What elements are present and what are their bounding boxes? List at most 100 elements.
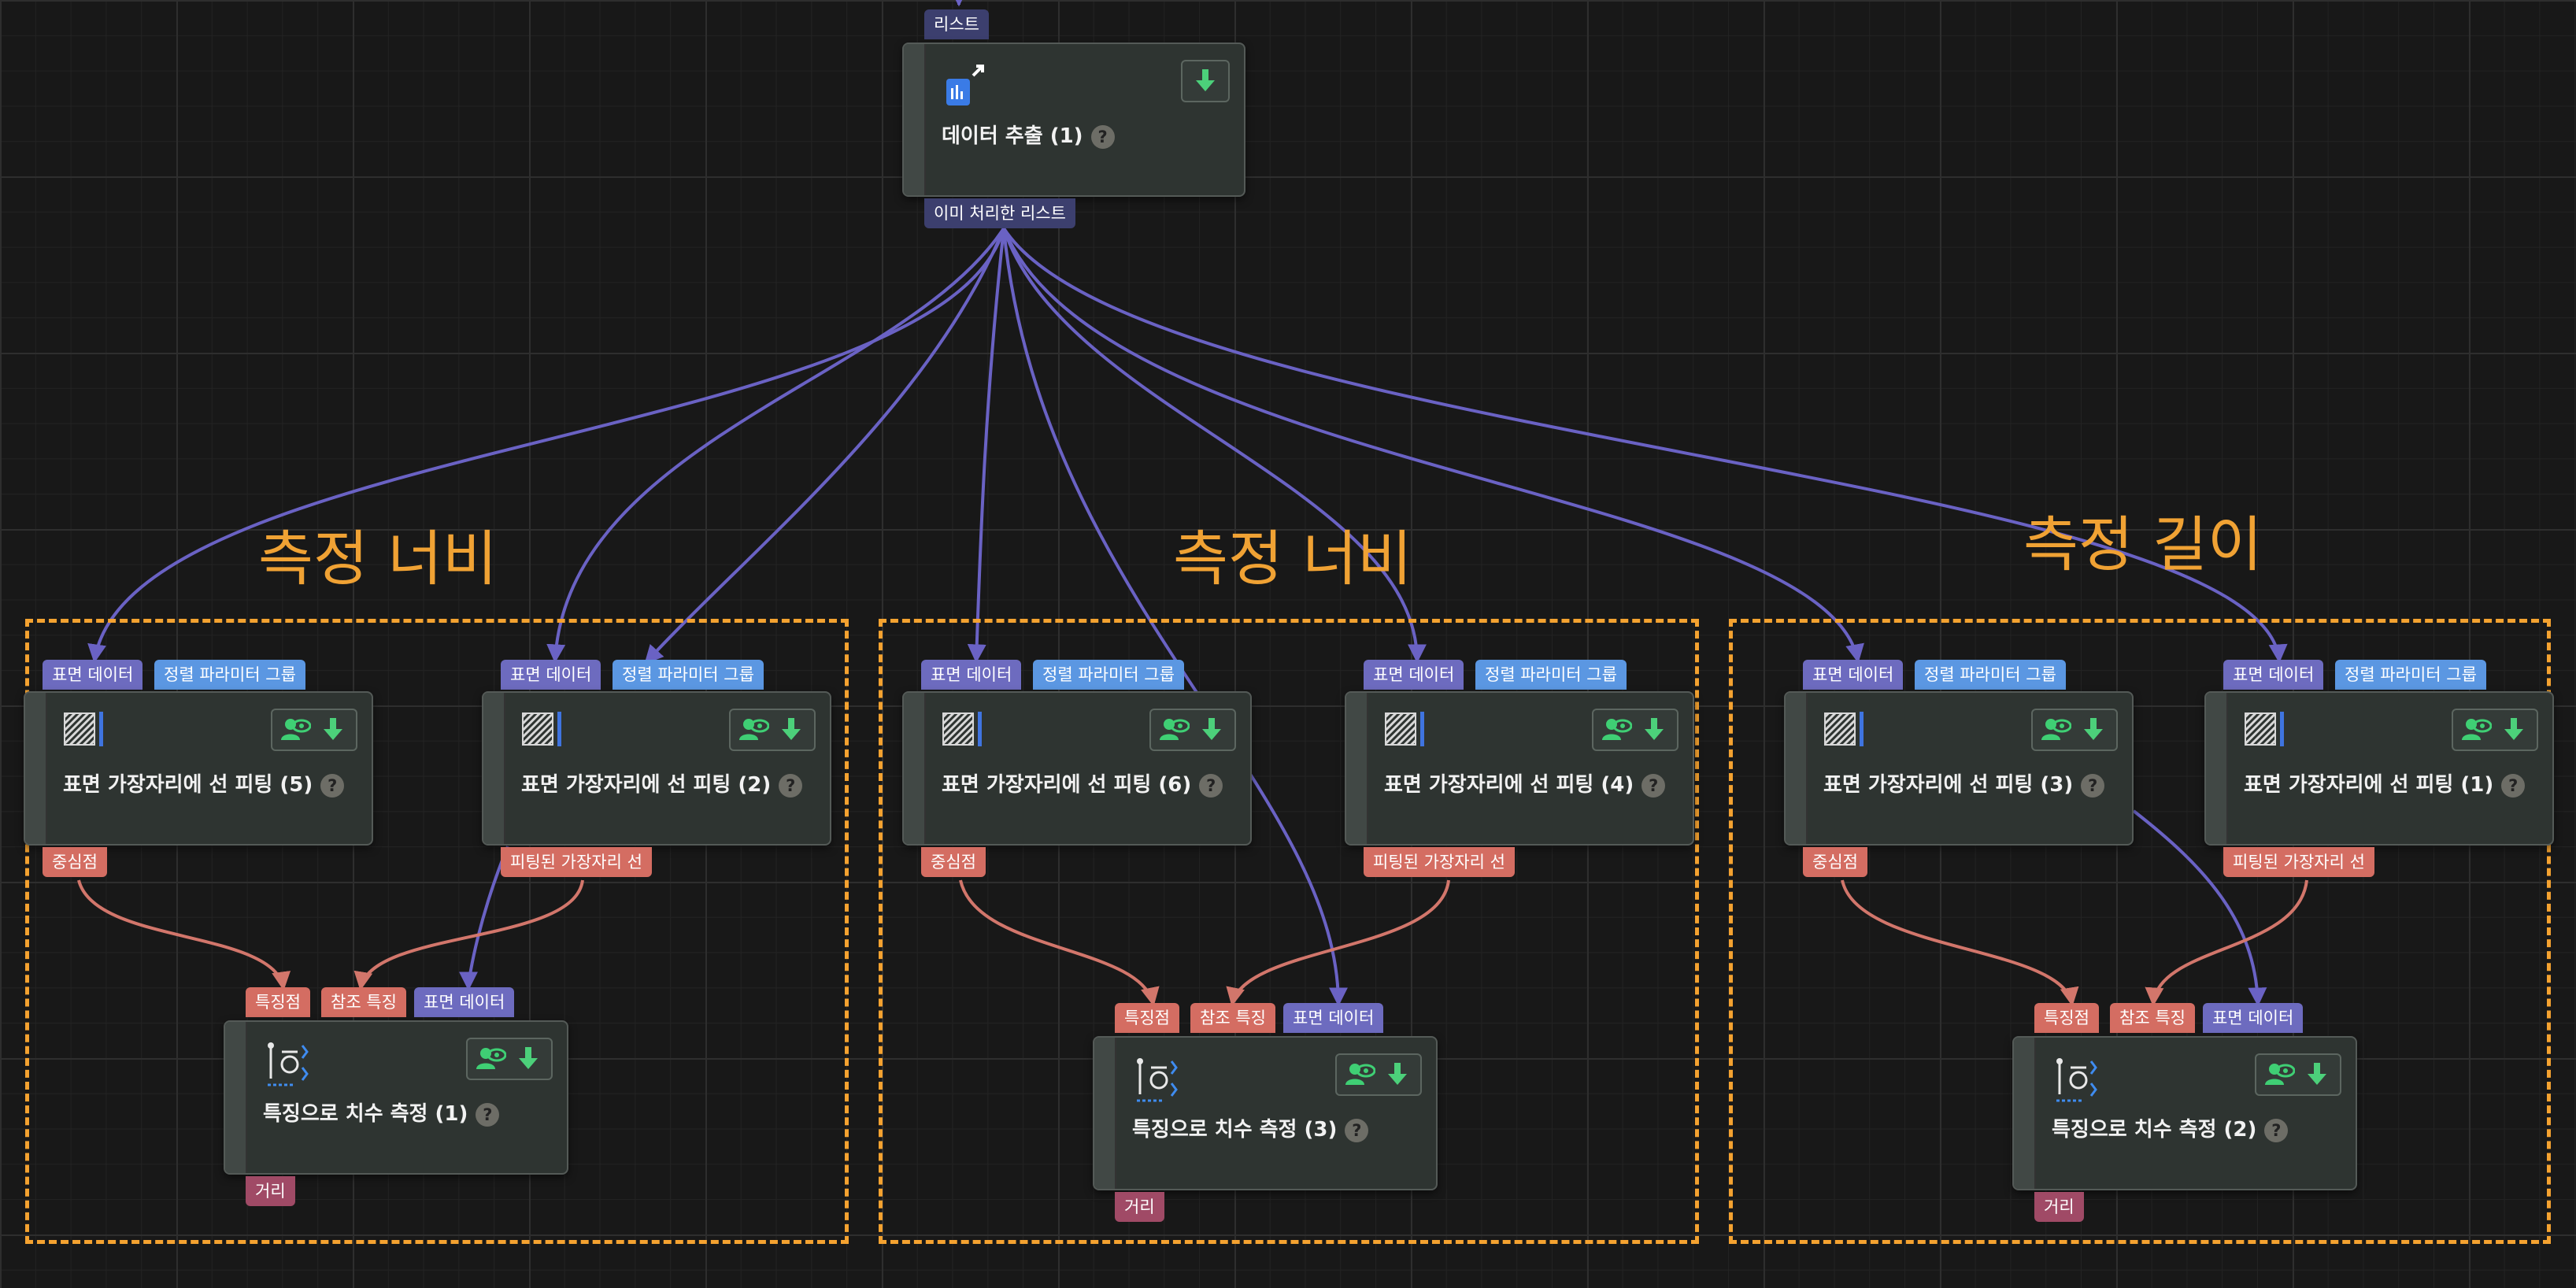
- eye-person-icon[interactable]: [737, 713, 770, 746]
- node-measure-dimension[interactable]: 특징으로 치수 측정 (3)?: [1093, 1036, 1438, 1190]
- help-icon[interactable]: ?: [1090, 124, 1115, 149]
- eye-person-icon[interactable]: [279, 713, 312, 746]
- surface-edge-icon: [2244, 710, 2299, 757]
- node-title-text: 특징으로 치수 측정 (3): [1132, 1118, 1338, 1142]
- download-arrow-icon[interactable]: [1638, 713, 1671, 746]
- node-strip: [1786, 693, 1808, 844]
- node-fit-surface-edge[interactable]: 표면 가장자리에 선 피팅 (5)?: [24, 691, 373, 846]
- port-surface-input[interactable]: 표면 데이터: [921, 660, 1022, 690]
- port-surface-input[interactable]: 표면 데이터: [1803, 660, 1904, 690]
- node-fit-surface-edge[interactable]: 표면 가장자리에 선 피팅 (6)?: [902, 691, 1252, 846]
- download-arrow-icon[interactable]: [1189, 65, 1222, 98]
- eye-person-icon[interactable]: [2459, 713, 2493, 746]
- fit-node-actions: [1592, 709, 1678, 751]
- node-measure-dimension[interactable]: 특징으로 치수 측정 (1)?: [224, 1020, 568, 1175]
- node-fit-surface-edge[interactable]: 표면 가장자리에 선 피팅 (2)?: [482, 691, 831, 846]
- download-arrow-icon[interactable]: [2497, 713, 2530, 746]
- port-distance-output[interactable]: 거리: [246, 1176, 295, 1206]
- port-param-input[interactable]: 정렬 파라미터 그룹: [2335, 660, 2486, 690]
- port-extract-output[interactable]: 이미 처리한 리스트: [924, 198, 1075, 228]
- help-icon[interactable]: ?: [320, 773, 345, 798]
- node-measure-dimension[interactable]: 특징으로 치수 측정 (2)?: [2012, 1036, 2357, 1190]
- group-label-width-1: 측정 너비: [258, 524, 498, 594]
- node-title: 표면 가장자리에 선 피팅 (2)?: [521, 768, 803, 798]
- node-fit-surface-edge[interactable]: 표면 가장자리에 선 피팅 (1)?: [2204, 691, 2554, 846]
- eye-person-icon[interactable]: [474, 1042, 507, 1075]
- dimension-measure-icon: [1132, 1055, 1187, 1102]
- help-icon[interactable]: ?: [779, 773, 803, 798]
- fit-node-actions: [1149, 709, 1236, 751]
- port-ref-input[interactable]: 참조 특징: [321, 987, 406, 1017]
- surface-edge-icon: [521, 710, 576, 757]
- help-icon[interactable]: ?: [2501, 773, 2526, 798]
- eye-person-icon[interactable]: [2039, 713, 2072, 746]
- port-param-input[interactable]: 정렬 파라미터 그룹: [154, 660, 305, 690]
- dimension-measure-icon: [263, 1039, 318, 1086]
- port-ref-input[interactable]: 참조 특징: [2110, 1003, 2195, 1033]
- node-strip: [225, 1022, 247, 1173]
- help-icon[interactable]: ?: [1641, 773, 1666, 798]
- port-param-input[interactable]: 정렬 파라미터 그룹: [1915, 660, 2066, 690]
- node-strip: [904, 693, 926, 844]
- node-fit-surface-edge[interactable]: 표면 가장자리에 선 피팅 (3)?: [1784, 691, 2134, 846]
- port-feature-input[interactable]: 특징점: [2034, 1003, 2099, 1033]
- port-feature-input[interactable]: 특징점: [246, 987, 310, 1017]
- port-feature-input[interactable]: 특징점: [1115, 1003, 1179, 1033]
- port-extract-input[interactable]: 리스트: [924, 9, 989, 39]
- port-param-input[interactable]: 정렬 파라미터 그룹: [1033, 660, 1184, 690]
- download-arrow-icon[interactable]: [316, 713, 350, 746]
- node-data-extract[interactable]: 데이터 추출 (1)?: [902, 43, 1245, 197]
- eye-person-icon[interactable]: [1157, 713, 1190, 746]
- group-label-width-2: 측정 너비: [1173, 524, 1412, 594]
- group-box-length: [1729, 619, 2551, 1244]
- node-title-text: 표면 가장자리에 선 피팅 (6): [942, 773, 1192, 797]
- port-surface-input[interactable]: 표면 데이터: [1283, 1003, 1384, 1033]
- node-title-text: 특징으로 치수 측정 (2): [2052, 1118, 2257, 1142]
- node-title: 표면 가장자리에 선 피팅 (4)?: [1384, 768, 1666, 798]
- port-surface-input[interactable]: 표면 데이터: [1364, 660, 1464, 690]
- download-arrow-icon[interactable]: [512, 1042, 545, 1075]
- port-surface-input[interactable]: 표면 데이터: [2223, 660, 2324, 690]
- help-icon[interactable]: ?: [2264, 1118, 2289, 1142]
- port-fit-output[interactable]: 피팅된 가장자리 선: [1364, 847, 1515, 877]
- port-distance-output[interactable]: 거리: [2034, 1192, 2084, 1222]
- node-title-text: 데이터 추출 (1): [942, 124, 1083, 148]
- port-param-input[interactable]: 정렬 파라미터 그룹: [1475, 660, 1627, 690]
- port-fit-output[interactable]: 피팅된 가장자리 선: [501, 847, 652, 877]
- fit-node-actions: [271, 709, 357, 751]
- help-icon[interactable]: ?: [2081, 773, 2105, 798]
- download-arrow-icon[interactable]: [2077, 713, 2110, 746]
- eye-person-icon[interactable]: [2263, 1058, 2296, 1091]
- surface-edge-icon: [942, 710, 997, 757]
- surface-edge-icon: [1384, 710, 1439, 757]
- download-arrow-icon[interactable]: [2300, 1058, 2334, 1091]
- eye-person-icon[interactable]: [1343, 1058, 1376, 1091]
- node-fit-surface-edge[interactable]: 표면 가장자리에 선 피팅 (4)?: [1345, 691, 1694, 846]
- fit-node-actions: [2031, 709, 2118, 751]
- help-icon[interactable]: ?: [476, 1102, 500, 1127]
- node-title: 특징으로 치수 측정 (3)?: [1132, 1113, 1369, 1142]
- download-arrow-icon[interactable]: [1195, 713, 1228, 746]
- surface-edge-icon: [1823, 710, 1878, 757]
- port-surface-input[interactable]: 표면 데이터: [501, 660, 601, 690]
- eye-person-icon[interactable]: [1600, 713, 1633, 746]
- port-surface-input[interactable]: 표면 데이터: [43, 660, 143, 690]
- port-surface-input[interactable]: 표면 데이터: [2203, 1003, 2304, 1033]
- port-fit-output[interactable]: 중심점: [43, 847, 107, 877]
- help-icon[interactable]: ?: [1345, 1118, 1369, 1142]
- port-fit-output[interactable]: 중심점: [1803, 847, 1867, 877]
- node-title: 표면 가장자리에 선 피팅 (1)?: [2244, 768, 2526, 798]
- port-fit-output[interactable]: 피팅된 가장자리 선: [2223, 847, 2374, 877]
- download-arrow-icon[interactable]: [1381, 1058, 1414, 1091]
- node-title: 표면 가장자리에 선 피팅 (6)?: [942, 768, 1223, 798]
- port-ref-input[interactable]: 참조 특징: [1190, 1003, 1275, 1033]
- port-distance-output[interactable]: 거리: [1115, 1192, 1164, 1222]
- data-extract-icon: [942, 61, 997, 109]
- download-arrow-icon[interactable]: [775, 713, 808, 746]
- port-param-input[interactable]: 정렬 파라미터 그룹: [613, 660, 764, 690]
- port-surface-input[interactable]: 표면 데이터: [414, 987, 515, 1017]
- help-icon[interactable]: ?: [1199, 773, 1223, 798]
- node-strip: [1346, 693, 1368, 844]
- node-title-text: 표면 가장자리에 선 피팅 (5): [63, 773, 313, 797]
- port-fit-output[interactable]: 중심점: [921, 847, 986, 877]
